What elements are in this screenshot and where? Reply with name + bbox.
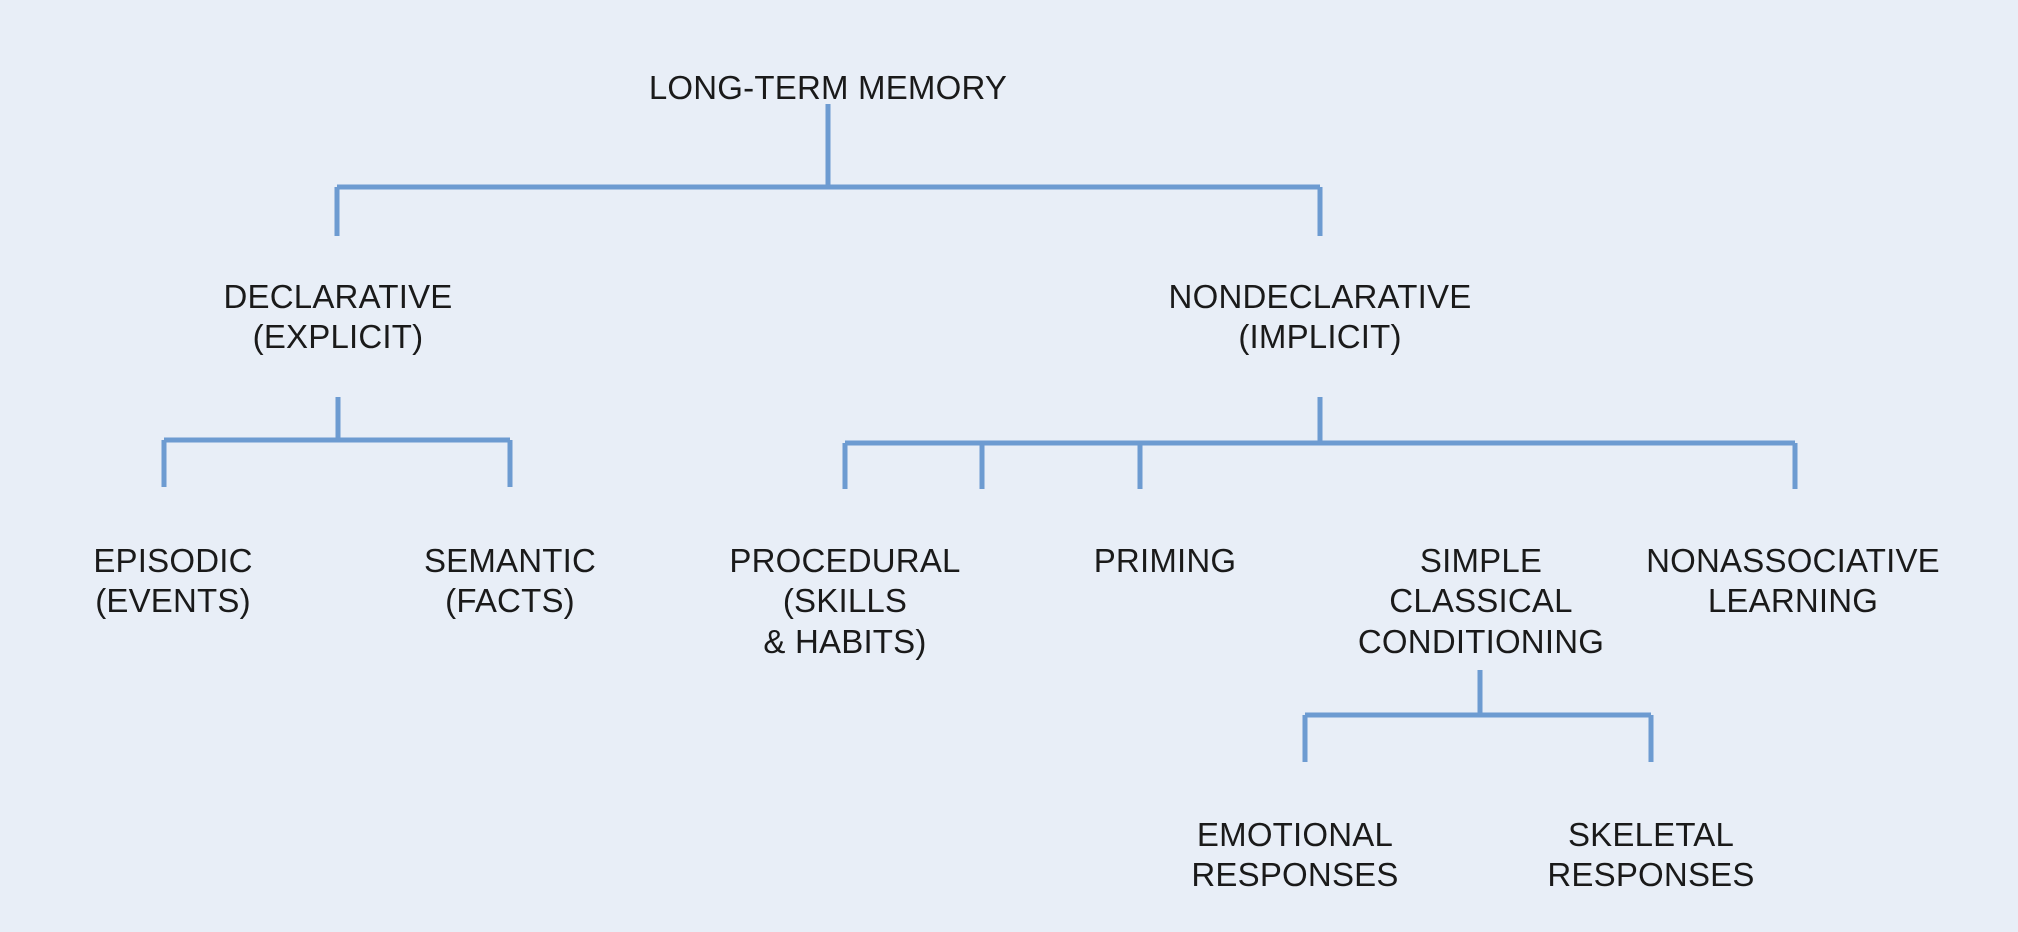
node-nondeclarative: NONDECLARATIVE (IMPLICIT) [1168, 278, 1472, 356]
node-skeletal-responses: SKELETAL RESPONSES [1547, 816, 1755, 894]
node-semantic: SEMANTIC (FACTS) [423, 542, 597, 620]
connector-declarative-to-children [161, 397, 513, 487]
node-long-term-memory: LONG-TERM MEMORY [648, 69, 1008, 106]
node-priming: PRIMING [1093, 542, 1237, 579]
node-declarative: DECLARATIVE (EXPLICIT) [223, 278, 453, 356]
connector-conditioning-to-children [1302, 670, 1654, 762]
connector-root-to-level1 [334, 104, 1323, 236]
connector-nondeclarative-to-children [842, 397, 1798, 489]
node-simple-classical-conditioning: SIMPLE CLASSICAL CONDITIONING [1357, 542, 1605, 660]
node-nonassociative-learning: NONASSOCIATIVE LEARNING [1646, 542, 1940, 620]
node-episodic: EPISODIC (EVENTS) [93, 542, 253, 620]
node-procedural: PROCEDURAL (SKILLS & HABITS) [729, 542, 961, 660]
node-emotional-responses: EMOTIONAL RESPONSES [1191, 816, 1399, 894]
